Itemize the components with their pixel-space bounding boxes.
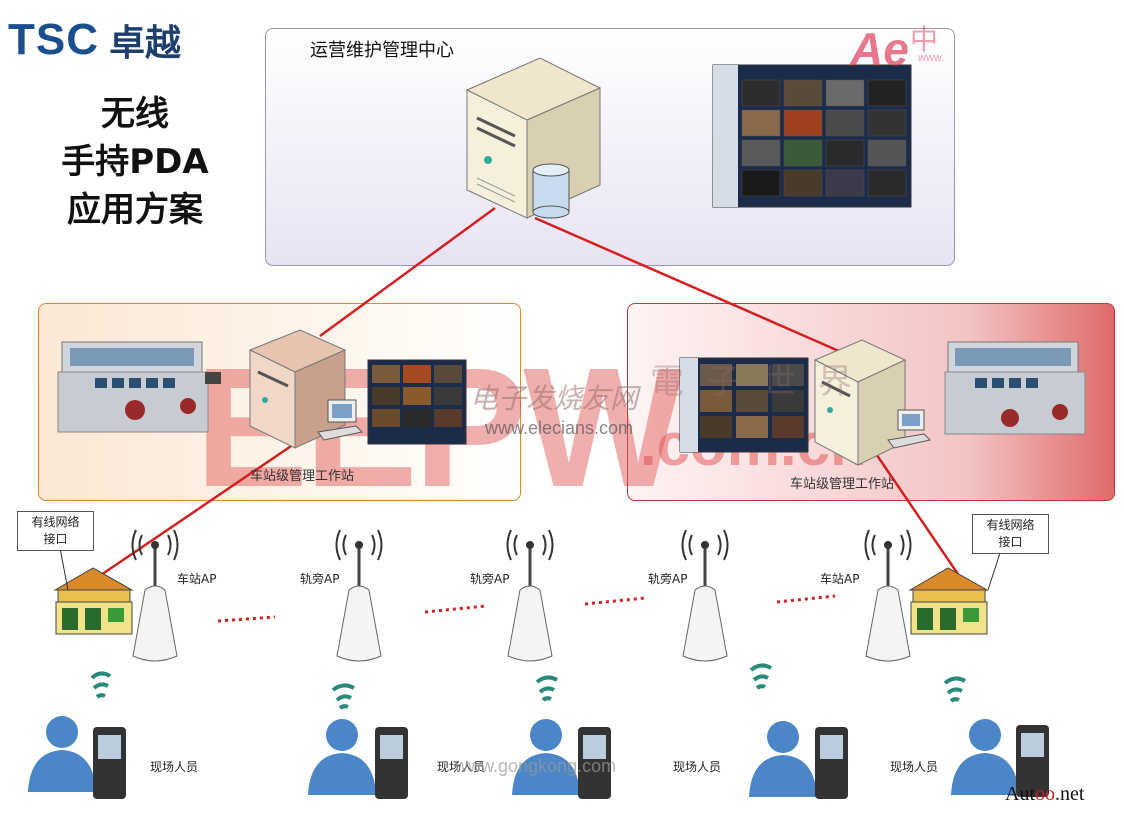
pda-device-4-icon	[815, 727, 848, 799]
wireless-links	[217, 594, 836, 623]
workstation-pc-left-icon	[317, 399, 364, 441]
field-person-2-icon	[308, 719, 376, 795]
wired-interface-line1: 有线网络	[31, 515, 80, 529]
control-room-left	[57, 341, 221, 433]
link-center-left	[319, 206, 496, 338]
access-point-1-icon	[131, 529, 179, 662]
access-point-5-icon	[864, 529, 912, 662]
watermark-autooo: Autoo.net	[1005, 783, 1084, 806]
field-person-5-icon	[951, 719, 1019, 795]
ap-label: 轨旁AP	[300, 572, 340, 586]
watermark-ae-url: www.	[918, 52, 945, 64]
field-staff-label: 现场人员	[673, 760, 722, 774]
ap-label: 车站AP	[820, 572, 860, 586]
title-line: 无线	[101, 94, 169, 134]
callout-line-left	[59, 547, 69, 591]
brand-logo: TSC 卓越	[8, 14, 181, 66]
field-staff-label: 现场人员	[150, 760, 199, 774]
pda-device-5-icon	[1016, 725, 1049, 797]
callout-line-right	[987, 552, 1001, 591]
link-right-station-house	[868, 444, 964, 581]
wired-interface-callout-right: 有线网络 接口	[972, 514, 1049, 554]
watermark-autooo-c: .net	[1055, 783, 1085, 805]
watermark-autooo-b: oo	[1035, 783, 1055, 805]
field-person-1-icon	[28, 716, 96, 792]
ap-label: 轨旁AP	[648, 572, 688, 586]
field-person-4-icon	[749, 721, 817, 797]
watermark-autooo-a: Aut	[1005, 783, 1035, 805]
database-icon	[532, 163, 570, 219]
field-staff-label: 现场人员	[890, 760, 939, 774]
video-wall-left	[367, 359, 467, 445]
title-line: 应用方案	[67, 190, 203, 230]
wired-interface-line2: 接口	[43, 532, 68, 546]
watermark-world-cn: 電子世界	[650, 362, 874, 402]
workstation-pc-right-icon	[887, 409, 931, 449]
pda-device-2-icon	[375, 727, 408, 799]
pda-device-1-icon	[93, 727, 126, 799]
station-label-right: 车站级管理工作站	[790, 477, 895, 492]
access-point-4-icon	[681, 529, 729, 662]
video-wall-top	[712, 64, 912, 208]
access-point-3-icon	[506, 529, 554, 662]
control-room-right	[944, 341, 1086, 435]
watermark-ae: Ae	[850, 23, 909, 75]
link-left-station-house	[97, 438, 301, 579]
station-server-left-icon	[248, 329, 347, 449]
link-center-right	[534, 216, 849, 357]
logo-name: 卓越	[109, 23, 182, 64]
watermark-eleciars-cn: 电子发烧友网	[470, 382, 639, 415]
station-label-left: 车站级管理工作站	[250, 469, 355, 484]
watermark-eleciars-url: www.elecians.com	[485, 418, 634, 438]
watermark-ae-cn: 中	[910, 23, 939, 56]
pda-device-3-icon	[578, 727, 611, 799]
logo-brand: TSC	[8, 15, 99, 64]
video-wall-right	[679, 357, 809, 453]
field-staff-label: 现场人员	[437, 760, 486, 774]
field-person-3-icon	[512, 719, 580, 795]
page-title: 无线 手持PDA 应用方案	[30, 90, 240, 234]
ap-label: 车站AP	[177, 572, 217, 586]
title-line: 手持PDA	[61, 142, 209, 182]
wired-interface-line2: 接口	[998, 535, 1023, 549]
wired-interface-line1: 有线网络	[986, 518, 1035, 532]
wired-interface-callout-left: 有线网络 接口	[17, 511, 94, 551]
network-links	[97, 206, 964, 581]
ops-center-title: 运营维护管理中心	[310, 40, 454, 61]
station-house-left-icon	[53, 567, 134, 635]
wifi-signal-icons	[90, 663, 967, 710]
ap-label: 轨旁AP	[470, 572, 510, 586]
station-house-right-icon	[908, 567, 989, 635]
watermark-bottom-url: www.gongkong.com	[455, 756, 617, 776]
access-point-2-icon	[335, 529, 383, 662]
